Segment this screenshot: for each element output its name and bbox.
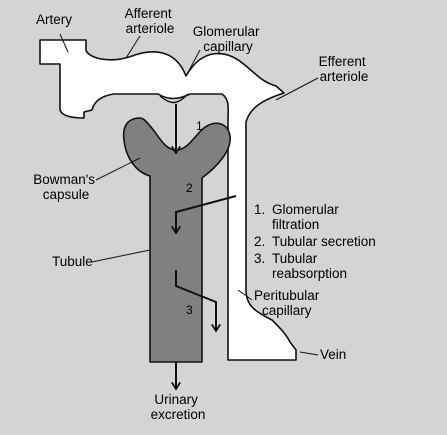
marker-2: 2	[186, 181, 193, 195]
label-bowmans-capsule: Bowman's capsule	[33, 172, 99, 202]
label-peritubular-capillary: Peritubular capillary	[254, 288, 323, 318]
reabsorption-arrow	[175, 270, 216, 330]
secretion-arrow	[176, 195, 237, 232]
legend-item-1: 1. Glomerular filtration	[254, 202, 343, 232]
label-glomerular-capillary: Glomerular capillary	[193, 24, 264, 54]
glomerulus-arc	[159, 93, 189, 104]
label-afferent-arteriole: Afferent arteriole	[125, 6, 176, 36]
leader-lines	[59, 33, 319, 356]
legend-item-2: 2. Tubular secretion	[254, 234, 376, 249]
legend-item-3: 3. Tubular reabsorption	[254, 251, 347, 281]
label-urinary-excretion: Urinary excretion	[151, 392, 206, 422]
label-vein: Vein	[320, 347, 346, 362]
label-artery: Artery	[36, 12, 72, 27]
marker-3: 3	[186, 303, 193, 317]
label-tubule: Tubule	[52, 254, 93, 269]
label-efferent-arteriole: Efferent arteriole	[319, 54, 370, 84]
tubule-and-bowmans-capsule	[122, 117, 231, 363]
blood-vessel-system	[39, 39, 297, 361]
marker-1: 1	[196, 119, 203, 133]
process-legend: 1. Glomerular filtration 2. Tubular secr…	[254, 202, 376, 281]
